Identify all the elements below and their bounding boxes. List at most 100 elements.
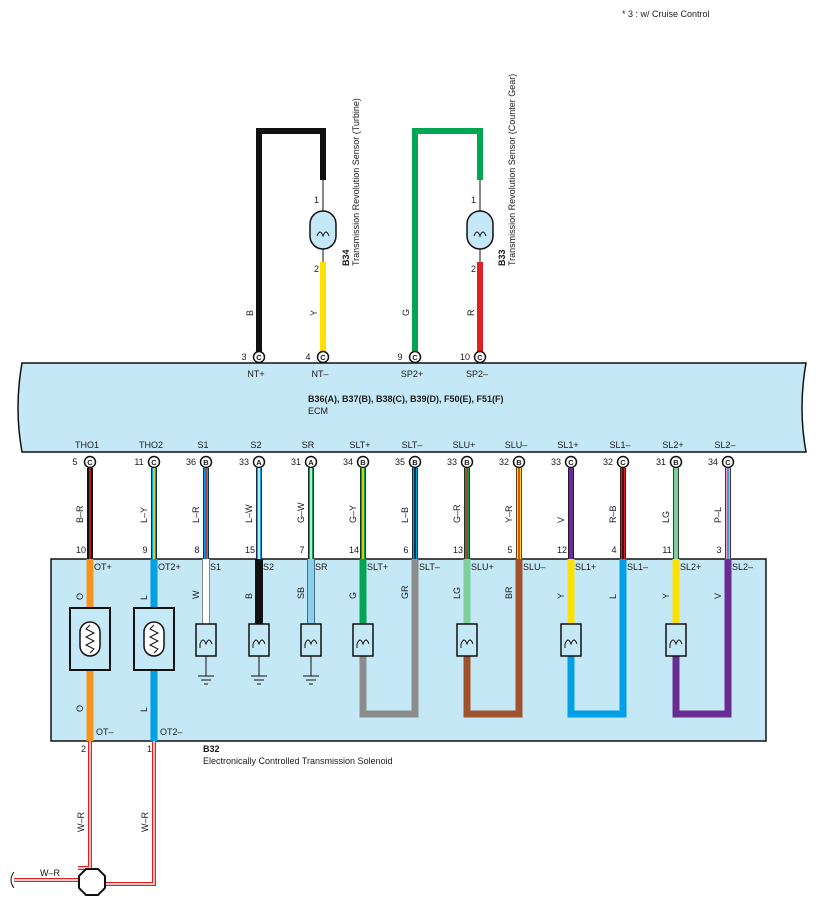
solenoid-inner-label-sl2-plus: SL2+ <box>680 562 701 572</box>
solenoid-inner-label-sl1-minus: SL1– <box>627 562 648 572</box>
solenoid-return-wire <box>567 559 627 718</box>
solenoid-pin-number: 13 <box>453 545 463 555</box>
ecm-bottom-connector-slu-plus <box>460 455 474 469</box>
solenoid-inner-label-tho2: OT2+ <box>158 562 181 572</box>
solenoid-inner-label-slu-minus: SLU– <box>523 562 546 572</box>
ground-icon <box>251 675 267 685</box>
harness-wire-label: G–R <box>452 504 462 523</box>
ecm-bottom-pin-number: 5 <box>72 457 77 467</box>
ecm-bottom-connector-sl1-plus <box>564 455 578 469</box>
internal-wire-color-label: LG <box>452 587 462 599</box>
wire-b-black <box>256 128 326 352</box>
solenoid-inner-label-s1: S1 <box>210 562 221 572</box>
sensor-turbine: 1 2 B Y B34 Transmission Revolution Sens… <box>245 98 361 352</box>
ecm-signal-slt-minus: SLT– <box>402 440 423 450</box>
ecm-bottom-connector-sl2-plus-letter: B <box>673 458 679 467</box>
solenoid-pin-number: 14 <box>349 545 359 555</box>
ecm-bottom-pin-number: 32 <box>499 457 509 467</box>
sensor-turbine-pin2: 2 <box>314 264 319 274</box>
ecm-connectors-title: B36(A), B37(B), B38(C), B39(D), F50(E), … <box>308 394 504 404</box>
ecm-bottom-connector-s1-letter: B <box>203 458 209 467</box>
ecm-bottom-connector-sl2-minus-letter: C <box>725 458 731 467</box>
solenoid-coil <box>560 623 582 657</box>
internal-wire-color-label: V <box>713 593 723 599</box>
harness-wire-label: Y–R <box>504 505 514 523</box>
coil-icon <box>460 639 474 646</box>
ecm-top-connector-sp2+ <box>408 350 422 364</box>
ecm-bottom-connector-sl1-minus-letter: C <box>620 458 626 467</box>
ecm-signal-sl1-minus: SL1– <box>609 440 630 450</box>
solenoid-name: Electronically Controlled Transmission S… <box>203 756 393 766</box>
ecm-signal-sl1-plus: SL1+ <box>557 440 578 450</box>
ecm-bottom-connector-slu-minus-letter: B <box>516 458 522 467</box>
harness-wire-label: L–B <box>400 507 410 523</box>
ecm-signal-s1: S1 <box>197 440 208 450</box>
ecm-bottom-connector-sl1-minus <box>616 455 630 469</box>
sensor-turbine-name: Transmission Revolution Sensor (Turbine) <box>351 98 361 266</box>
ecm-top-signal-label: NT– <box>311 369 328 379</box>
solenoid-inner-label-slu-plus: SLU+ <box>471 562 494 572</box>
ground-wiring: 2 1 OT– OT2– W–R W–R W–R <box>10 727 183 896</box>
ecm-bottom-connector-sl2-minus <box>721 455 735 469</box>
solenoid-pin-number: 7 <box>299 545 304 555</box>
ecm-top-connector-sp2– <box>473 350 487 364</box>
wire-label-r: R <box>466 309 476 316</box>
solenoid-pin-number: 6 <box>403 545 408 555</box>
ecm-bottom-connector-slt-plus-letter: B <box>360 458 366 467</box>
ecm-bottom-connector-sr <box>304 455 318 469</box>
internal-wire-color-label: GR <box>400 585 410 599</box>
harness-wire-label: L–R <box>191 506 201 523</box>
resistor-icon <box>148 624 160 654</box>
harness-wire-label: P–L <box>713 507 723 523</box>
solenoid-pin-number: 12 <box>557 545 567 555</box>
ecm-bottom-connector-s2-letter: A <box>256 458 262 467</box>
coil-icon <box>356 639 370 646</box>
harness-wire-label: B–R <box>75 505 85 523</box>
ecm-bottom-pin-number: 33 <box>551 457 561 467</box>
ecm-bottom-pin-number: 31 <box>656 457 666 467</box>
internal-wire-color-label: Y <box>556 593 566 599</box>
solenoid-inner-label-slt-minus: SLT– <box>419 562 440 572</box>
ecm-bottom-pin-number: 33 <box>239 457 249 467</box>
ecm-top-pin-number: 10 <box>460 352 470 362</box>
ecm-bottom-pin-number: 31 <box>291 457 301 467</box>
ecm-bottom-connector-sl2-plus <box>669 455 683 469</box>
wire-label-w-r-2: W–R <box>140 812 150 833</box>
ground-icon <box>303 675 319 685</box>
ecm-bottom-connector-s2 <box>252 455 266 469</box>
resistor-icon <box>84 624 96 654</box>
ecm-top-signal-label: SP2+ <box>401 369 423 379</box>
solenoid-pin-number: 5 <box>507 545 512 555</box>
ecm-signal-s2: S2 <box>250 440 261 450</box>
solenoid-return-wire <box>359 559 419 718</box>
ecm-bottom-connector-tho2 <box>147 455 161 469</box>
thermistor-2 <box>133 607 175 671</box>
sensor-counter-body <box>466 210 494 250</box>
ecm-bottom-pin-number: 35 <box>395 457 405 467</box>
harness-wire-label: L–W <box>244 504 254 523</box>
ecm-signal-slt-plus: SLT+ <box>349 440 370 450</box>
harness-wire-label: G–W <box>296 502 306 523</box>
solenoid-pin-ot2-minus-num: 1 <box>147 744 152 754</box>
solenoid-coil <box>300 623 322 657</box>
ecm-bottom-connector-slu-minus <box>512 455 526 469</box>
ecm-bottom-connector-slt-minus <box>408 455 422 469</box>
internal-wire-color-label: B <box>244 593 254 599</box>
ecm-bottom-pin-number: 34 <box>708 457 718 467</box>
junction-connector-icon <box>78 868 106 896</box>
internal-wire-color-label: Y <box>661 593 671 599</box>
ecm-body <box>17 362 807 453</box>
coil-icon <box>473 231 487 238</box>
wire-label-b: B <box>245 310 255 316</box>
coil-icon <box>669 639 683 646</box>
solenoid-coil <box>195 623 217 657</box>
ecm-signal-tho2: THO2 <box>139 440 163 450</box>
solenoid-pin-number: 3 <box>716 545 721 555</box>
solenoid-coil <box>456 623 478 657</box>
solenoid-pin-number: 9 <box>142 545 147 555</box>
coil-icon <box>252 639 266 646</box>
harness-wire-label: R–B <box>608 505 618 523</box>
ecm-top-pin-number: 3 <box>241 352 246 362</box>
solenoid-pin-ot-minus-num: 2 <box>81 744 86 754</box>
